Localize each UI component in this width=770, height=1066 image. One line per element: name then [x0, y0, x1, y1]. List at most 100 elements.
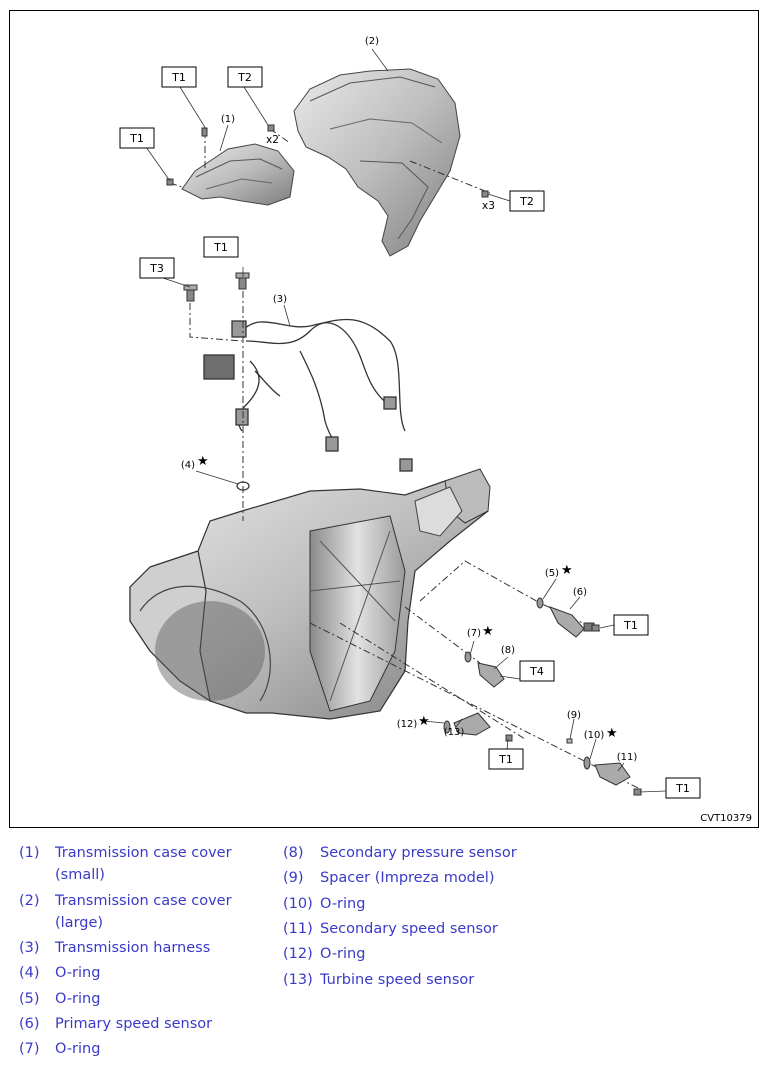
legend-item: (9)Spacer (Impreza model) [283, 867, 543, 889]
callout-7: (7) [467, 628, 481, 639]
torque-box-t2-a: T2 [227, 66, 263, 88]
callout-10: (10) [584, 730, 605, 741]
case-cover-small-part [181, 143, 295, 206]
bolt-t1-harness [235, 272, 250, 290]
secondary-pressure-sensor-8 [477, 662, 505, 688]
legend-item-label: Secondary pressure sensor [320, 845, 517, 861]
bolt-t2-x3 [481, 190, 489, 198]
torque-box-t3: T3 [139, 257, 175, 279]
legend-item-number: (2) [19, 892, 40, 909]
legend-item: (6) Primary speed sensor [19, 1013, 279, 1035]
torque-box-t1-c: T1 [203, 236, 239, 258]
torque-label: T1 [213, 241, 228, 254]
bolt-t1-cover-small-b [166, 178, 174, 186]
legend-item-label: Spacer (Impreza model) [320, 870, 495, 887]
transmission-harness-part [203, 318, 413, 472]
callout-6: (6) [573, 587, 587, 598]
star-marker-10: ★ [606, 726, 618, 741]
torque-box-t1-a: T1 [161, 66, 197, 88]
exploded-view-drawing: T1 T2 T1 T2 T1 T3 T1 T4 T1 T1 x2 x3 (1) … [119, 36, 701, 799]
callout-11: (11) [617, 752, 638, 763]
o-ring-10 [583, 756, 591, 770]
callout-4: (4) [181, 460, 195, 471]
transmission-body [129, 468, 491, 720]
torque-label: T1 [675, 782, 690, 795]
legend-item-label: (small) [55, 867, 105, 883]
o-ring-4 [236, 481, 250, 491]
legend-item: (4) O-ring [19, 962, 279, 984]
bolt-t1-cover-small-a [201, 127, 208, 137]
star-marker-7: ★ [482, 624, 494, 639]
quantity-x2: x2 [266, 134, 279, 146]
primary-speed-sensor-6 [548, 606, 595, 638]
legend-item-label: Secondary speed sensor [320, 920, 498, 937]
legend-item-number: (13) [283, 971, 313, 988]
torque-box-t1-b: T1 [119, 127, 155, 149]
case-cover-large-part [293, 68, 461, 257]
legend-item: (11) Secondary speed sensor [283, 918, 543, 940]
legend-item-number: (3) [19, 940, 40, 956]
legend-item: (12) O-ring [283, 943, 543, 965]
legend-item-label: Transmission harness [55, 940, 211, 956]
legend-item: (2)Transmission case cover(large) [19, 890, 279, 934]
callout-2: (2) [365, 36, 379, 47]
star-marker-12: ★ [418, 714, 430, 729]
torque-label: T2 [237, 71, 252, 84]
torque-box-t1-d: T1 [613, 614, 649, 636]
bolt-t1-sensor-6 [591, 624, 600, 632]
legend-item: (8)Secondary pressure sensor [283, 842, 543, 864]
legend-item: (1) Transmission case cover (small) [19, 842, 279, 886]
bolt-t3 [183, 284, 198, 302]
torque-label: T1 [623, 619, 638, 632]
legend-item-number: (11) [283, 920, 313, 937]
legend-item-label: O-ring [55, 965, 101, 982]
torque-label: T1 [498, 753, 513, 766]
legend-item-number: (10) [283, 895, 313, 912]
torque-label: T1 [171, 71, 186, 84]
legend-item-number: (4) [19, 965, 40, 982]
legend-item-label: O-ring [55, 1041, 101, 1058]
legend-item-label: Turbine speed sensor [320, 971, 475, 988]
legend-item: (7) O-ring [19, 1038, 279, 1060]
legend-item-label: Primary speed sensor [55, 1015, 213, 1032]
callout-12: (12) [397, 719, 418, 730]
legend-item: (10) O-ring [283, 893, 543, 915]
legend-item-number: (5) [19, 990, 40, 1007]
torque-label: T4 [529, 665, 544, 678]
legend-item-label: Transmission case cover [55, 845, 232, 861]
legend-item: (3) Transmission harness [19, 937, 279, 959]
parts-legend: (1)Transmission case cover(small)(2)Tran… [0, 838, 770, 1066]
legend-item-number: (12) [283, 946, 313, 963]
star-marker-4: ★ [197, 454, 209, 469]
star-marker-5: ★ [561, 563, 573, 578]
torque-box-t2-b: T2 [509, 190, 545, 212]
spacer-9 [566, 738, 573, 744]
alignment-lines [169, 128, 641, 790]
torque-box-t1-e: T1 [488, 748, 524, 770]
legend-item-number: (1) [19, 845, 40, 861]
torque-box-t1-f: T1 [665, 777, 701, 799]
exploded-view-figure: T1 T2 T1 T2 T1 T3 T1 T4 T1 T1 x2 x3 (1) … [9, 10, 759, 828]
torque-box-t4: T4 [519, 660, 555, 682]
callout-1: (1) [221, 114, 235, 125]
callout-3: (3) [273, 294, 287, 305]
torque-label: T2 [519, 195, 534, 208]
legend-item-number: (6) [19, 1015, 40, 1032]
torque-label: T3 [149, 262, 164, 275]
callout-9: (9) [567, 710, 581, 721]
o-ring-7 [464, 651, 472, 663]
legend-item-label: O-ring [320, 946, 366, 963]
legend-item: (13) Turbine speed sensor [283, 969, 543, 991]
legend-item: (5)O-ring [19, 988, 279, 1010]
legend-item-label: O-ring [320, 895, 366, 912]
bolt-t1-sensor-13 [505, 734, 513, 742]
bolt-t1-sensor-11 [633, 788, 642, 796]
callout-13: (13) [444, 727, 465, 738]
turbine-speed-sensor-13 [453, 712, 491, 736]
torque-label: T1 [129, 132, 144, 145]
legend-item-number: (7) [19, 1041, 40, 1058]
quantity-x3: x3 [482, 200, 495, 212]
figure-code: CVT10379 [700, 813, 752, 824]
callout-8: (8) [501, 645, 515, 656]
o-ring-12 [443, 720, 451, 734]
